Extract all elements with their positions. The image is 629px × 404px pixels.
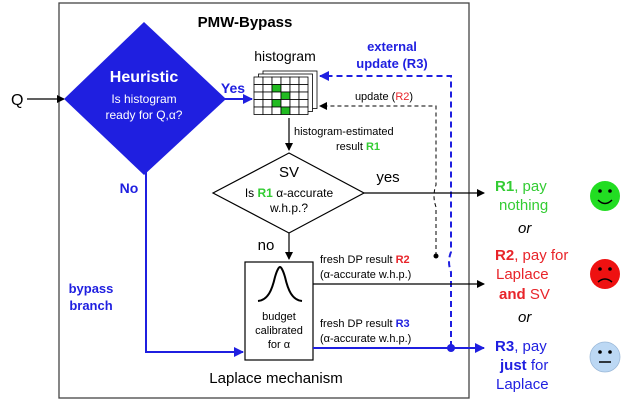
outcome-r1-line2: nothing [499, 197, 548, 214]
estimated-result-line2: result R1 [336, 141, 380, 153]
histogram-label: histogram [254, 48, 315, 64]
sad-face-icon [590, 259, 620, 289]
sv-question-line2: w.h.p.? [269, 201, 308, 215]
heuristic-question-line1: Is histogram [111, 92, 176, 106]
happy-face-icon [590, 181, 620, 211]
update-r2-label: update (R2) [355, 91, 413, 103]
laplace-mechanism-label: Laplace mechanism [209, 370, 342, 387]
estimated-result-line1: histogram-estimated [294, 126, 394, 138]
laplace-box-line1: budget [262, 311, 296, 323]
sv-yes-label: yes [376, 169, 399, 186]
bypass-branch-line1: bypass [69, 281, 114, 296]
outcome-r3-line1: R3, pay [495, 338, 547, 355]
laplace-box-line3: for α [268, 339, 291, 351]
pmw-bypass-frame [58, 2, 470, 399]
update-r2-junction [433, 253, 439, 259]
diagram-title: PMW-Bypass [198, 14, 293, 31]
yes-label: Yes [221, 80, 245, 96]
input-q-label: Q [11, 92, 23, 109]
external-update-line2: update (R3) [356, 56, 428, 71]
fresh-r2-sub: (α-accurate w.h.p.) [320, 269, 411, 281]
outcome-r2-line3: and SV [499, 286, 550, 303]
update-r2-arrow [319, 102, 437, 256]
fresh-r3-label: fresh DP result R3 [320, 318, 410, 330]
histogram-grid-icon [253, 70, 318, 115]
heuristic-question-line2: ready for Q,α? [106, 108, 183, 122]
neutral-face-icon [589, 341, 621, 373]
outcome-r2-line1: R2, pay for [495, 247, 568, 264]
outcome-or1: or [518, 220, 532, 237]
laplace-box [244, 261, 314, 361]
outcome-r1-line1: R1, pay [495, 178, 547, 195]
outcome-r3-line2: just for [499, 357, 548, 374]
laplace-box-line2: calibrated [255, 325, 303, 337]
external-update-line1: external [367, 39, 417, 54]
sv-question-line1: Is R1 α-accurate [245, 186, 334, 200]
heuristic-title: Heuristic [110, 69, 179, 86]
external-update-arrow [319, 71, 452, 347]
bypass-branch-line2: branch [69, 298, 112, 313]
laplace-distribution-icon [257, 265, 303, 302]
outcome-or2: or [518, 309, 532, 326]
sv-title: SV [279, 164, 299, 181]
fresh-r3-sub: (α-accurate w.h.p.) [320, 333, 411, 345]
fresh-r2-label: fresh DP result R2 [320, 254, 410, 266]
sv-no-label: no [258, 237, 275, 254]
bypass-branch-arrow [145, 168, 244, 357]
outcome-r2-line2: Laplace [496, 266, 549, 283]
outcome-r3-line3: Laplace [496, 376, 549, 393]
no-label: No [120, 180, 139, 196]
heuristic-diamond [64, 22, 226, 175]
